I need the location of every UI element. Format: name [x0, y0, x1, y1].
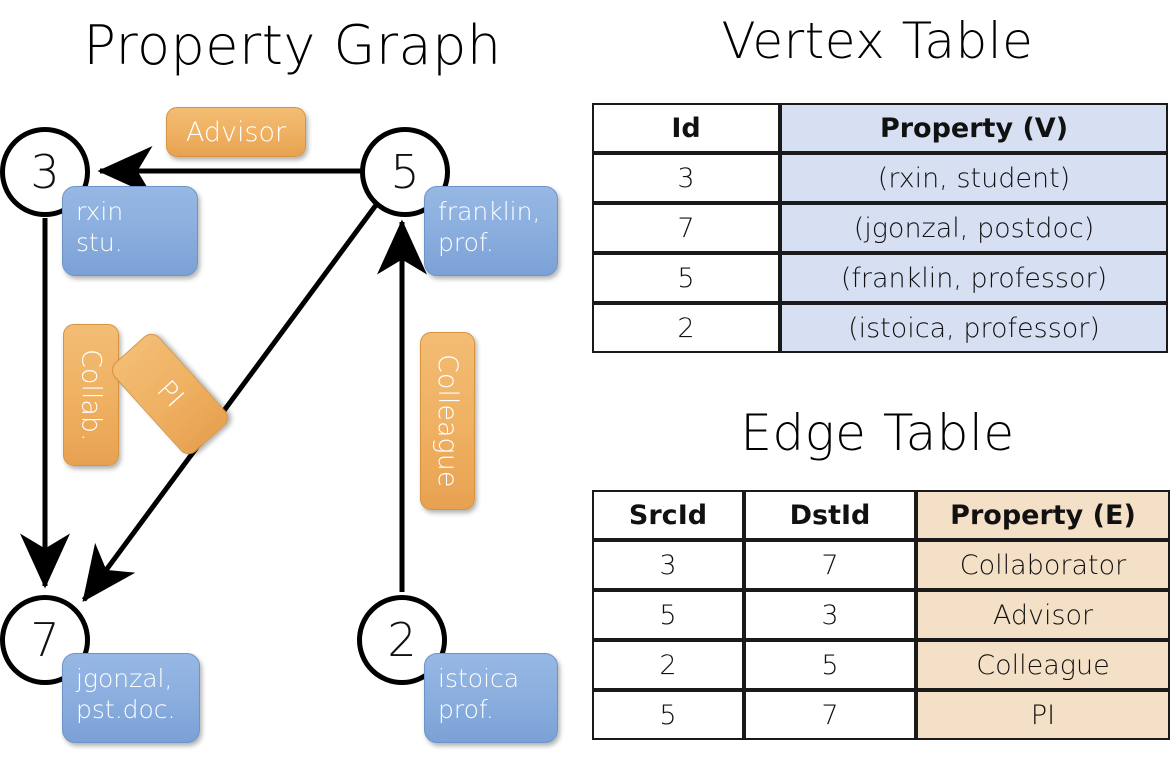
vertex-row-0-property: (rxin, student) — [780, 153, 1168, 203]
node-property-box-2: istoica prof. — [424, 653, 558, 743]
page-title-edge-table: Edge Table — [740, 404, 1015, 462]
graph-node-2-label: 2 — [387, 613, 417, 667]
graph-node-3-label: 3 — [30, 145, 60, 199]
vertex-row-3-id: 2 — [592, 303, 780, 353]
node-property-3-line-2: stu. — [76, 228, 123, 258]
edge-label-advisor-text: Advisor — [185, 116, 287, 148]
graph-edges-svg — [20, 146, 427, 603]
table-row: 5 (franklin, professor) — [592, 253, 1168, 303]
node-property-2-line-1: istoica — [438, 664, 520, 693]
edge-table-header-srcid: SrcId — [592, 490, 744, 540]
edge-row-3-dst: 7 — [744, 690, 916, 740]
edge-table-header-property: Property (E) — [916, 490, 1170, 540]
edge-row-2-src: 2 — [592, 640, 744, 690]
vertex-table-header-id: Id — [592, 103, 780, 153]
vertex-row-1-id: 7 — [592, 203, 780, 253]
edge-row-3-src: 5 — [592, 690, 744, 740]
graph-node-5-label: 5 — [390, 145, 420, 199]
table-row: 5 7 PI — [592, 690, 1170, 740]
vertex-table: Id Property (V) 3 (rxin, student) 7 (jgo… — [592, 103, 1168, 353]
edge-table-header-dstid: DstId — [744, 490, 916, 540]
edge-row-2-property: Colleague — [916, 640, 1170, 690]
edge-row-0-property: Collaborator — [916, 540, 1170, 590]
vertex-row-3-property: (istoica, professor) — [780, 303, 1168, 353]
vertex-table-header-row: Id Property (V) — [592, 103, 1168, 153]
graph-node-7-label: 7 — [30, 613, 60, 667]
table-row: 2 5 Colleague — [592, 640, 1170, 690]
graph-node-2[interactable]: 2 — [357, 595, 447, 685]
table-row: 2 (istoica, professor) — [592, 303, 1168, 353]
node-property-5-line-2: prof. — [438, 228, 494, 258]
vertex-row-2-property: (franklin, professor) — [780, 253, 1168, 303]
edge-row-1-src: 5 — [592, 590, 744, 640]
edge-row-1-dst: 3 — [744, 590, 916, 640]
page-title-property-graph: Property Graph — [83, 14, 502, 77]
property-graph-panel: Property Graph 3 5 7 — [0, 14, 558, 743]
node-property-3-line-1: rxin — [76, 197, 124, 226]
node-property-7-line-1: jgonzal, — [76, 664, 173, 693]
node-property-5-line-1: franklin, — [438, 197, 541, 226]
edge-label-pi-text: PI — [150, 374, 190, 414]
node-property-box-3: rxin stu. — [62, 186, 198, 276]
edge-row-0-src: 3 — [592, 540, 744, 590]
edge-label-colleague-text: Colleague — [432, 354, 463, 488]
graph-node-5[interactable]: 5 — [360, 127, 450, 217]
vertex-row-0-id: 3 — [592, 153, 780, 203]
table-row: 5 3 Advisor — [592, 590, 1170, 640]
edge-row-3-property: PI — [916, 690, 1170, 740]
node-property-7-line-2: pst.doc. — [76, 695, 176, 725]
edge-row-0-dst: 7 — [744, 540, 916, 590]
vertex-table-header-property: Property (V) — [780, 103, 1168, 153]
edge-label-advisor: Advisor — [166, 107, 306, 157]
edge-label-collab-text: Collab. — [75, 348, 107, 442]
table-row: 3 7 Collaborator — [592, 540, 1170, 590]
edge-label-collab: Collab. — [63, 324, 119, 466]
vertex-row-2-id: 5 — [592, 253, 780, 303]
edge-table-header-row: SrcId DstId Property (E) — [592, 490, 1170, 540]
page-title-vertex-table: Vertex Table — [721, 12, 1034, 70]
edge-label-colleague: Colleague — [420, 332, 475, 510]
node-property-box-5: franklin, prof. — [424, 186, 558, 276]
edge-table: SrcId DstId Property (E) 3 7 Collaborato… — [592, 490, 1170, 740]
edge-row-1-property: Advisor — [916, 590, 1170, 640]
node-property-2-line-2: prof. — [438, 695, 494, 725]
edge-row-2-dst: 5 — [744, 640, 916, 690]
table-row: 7 (jgonzal, postdoc) — [592, 203, 1168, 253]
edge-5-to-7 — [81, 203, 379, 603]
vertex-row-1-property: (jgonzal, postdoc) — [780, 203, 1168, 253]
table-row: 3 (rxin, student) — [592, 153, 1168, 203]
node-property-box-7: jgonzal, pst.doc. — [62, 653, 200, 743]
